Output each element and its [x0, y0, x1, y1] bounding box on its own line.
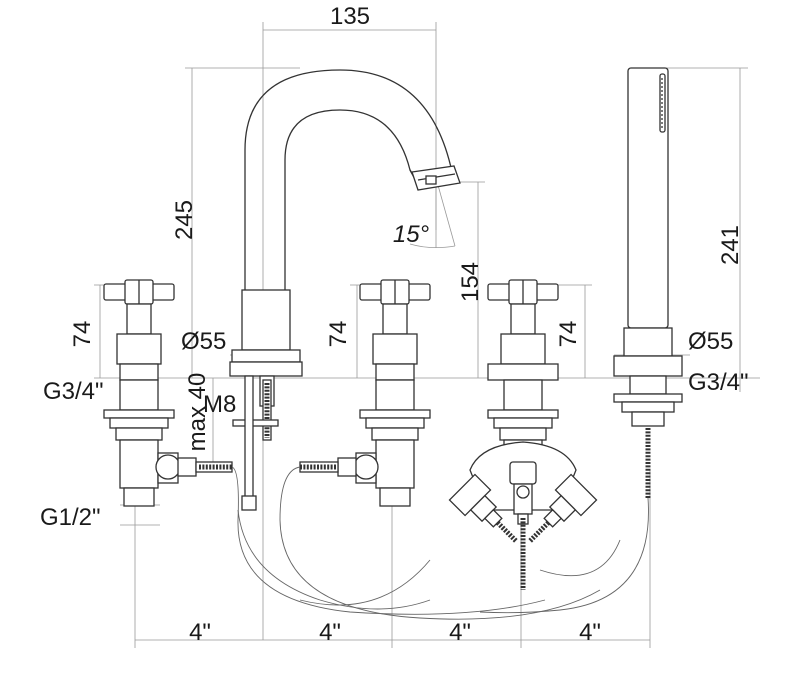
label-max-40: max 40 — [184, 373, 211, 452]
middle-valve — [299, 279, 431, 507]
label-spacing-1: 4" — [189, 619, 211, 646]
right-valve — [448, 279, 598, 590]
label-m8: M8 — [203, 391, 236, 418]
left-valve — [103, 279, 233, 507]
label-angle: 15° — [393, 221, 430, 248]
label-spout-width: 135 — [330, 3, 370, 30]
label-spacing-2: 4" — [319, 619, 341, 646]
label-spout-height: 245 — [171, 200, 198, 240]
hand-shower — [613, 67, 683, 498]
label-inlet-thread: G1/2" — [40, 504, 101, 531]
label-handle-right-74: 74 — [555, 321, 582, 348]
label-handle-height-right: 154 — [457, 262, 484, 302]
label-handle-left-74: 74 — [69, 321, 96, 348]
label-thread-left: G3/4" — [43, 378, 104, 405]
label-handle-mid-74: 74 — [325, 321, 352, 348]
label-shower-diameter: Ø55 — [688, 328, 733, 355]
spout — [229, 69, 461, 511]
label-shower-height: 241 — [717, 225, 744, 265]
hose-curves — [231, 466, 649, 620]
label-spacing-3: 4" — [449, 619, 471, 646]
label-thread-shower: G3/4" — [688, 369, 749, 396]
dimension-labels: 135 245 15° 154 241 74 74 74 Ø55 Ø55 G3/… — [40, 3, 749, 646]
label-spout-diameter: Ø55 — [181, 328, 226, 355]
label-spacing-4: 4" — [579, 619, 601, 646]
